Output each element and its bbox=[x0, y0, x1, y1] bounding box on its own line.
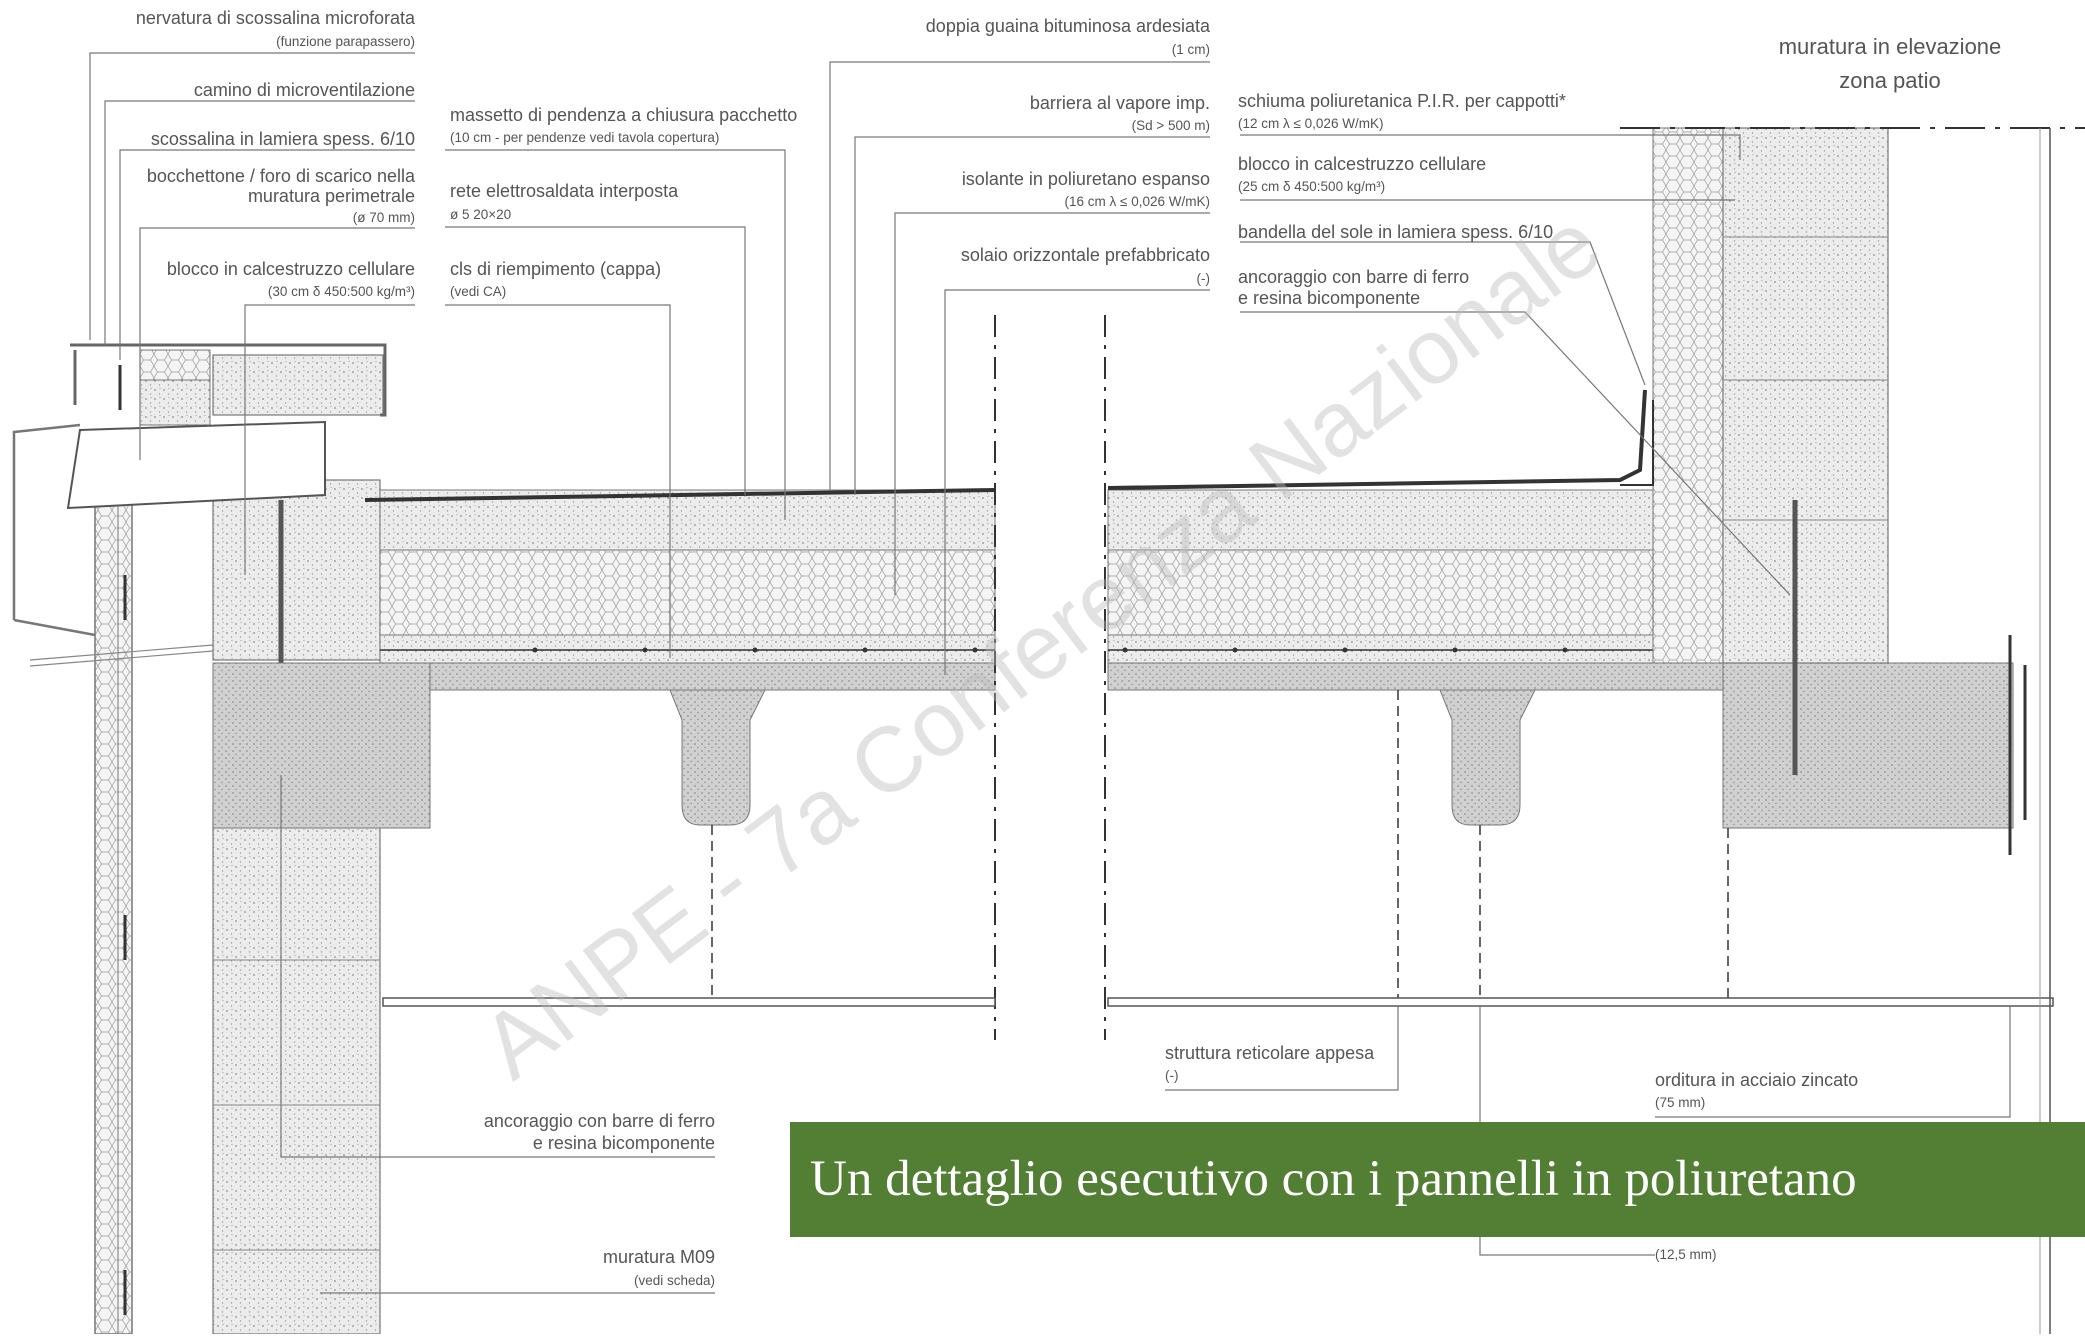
sublabel-solaio: (-) bbox=[1197, 271, 1211, 286]
caption-banner: Un dettaglio esecutivo con i pannelli in… bbox=[790, 1122, 2085, 1237]
muratura-elevazione-label: muratura in elevazione zona patio bbox=[1779, 34, 2002, 93]
label-bandella: bandella del sole in lamiera spess. 6/10 bbox=[1238, 222, 1553, 242]
label-scossalina: scossalina in lamiera spess. 6/10 bbox=[151, 129, 415, 149]
roof-stack-right bbox=[1104, 315, 2054, 1040]
label-ancoraggio-left: ancoraggio con barre di ferro bbox=[484, 1111, 715, 1131]
sublabel-blocco-left: (30 cm δ 450:500 kg/m³) bbox=[268, 284, 415, 299]
sublabel-isolante: (16 cm λ ≤ 0,026 W/mK) bbox=[1065, 194, 1210, 209]
label-schiuma: schiuma poliuretanica P.I.R. per cappott… bbox=[1238, 91, 1566, 111]
label-ancoraggio-right-2: e resina bicomponente bbox=[1238, 288, 1420, 308]
label-solaio: solaio orizzontale prefabbricato bbox=[961, 245, 1210, 265]
labels: nervatura di scossalina microforata (fun… bbox=[136, 8, 1211, 1288]
sublabel-bocchettone: (ø 70 mm) bbox=[353, 210, 415, 225]
sublabel-nervatura: (funzione parapassero) bbox=[276, 34, 415, 49]
sublabel-lastra: (12,5 mm) bbox=[1655, 1247, 1717, 1262]
label-isolante: isolante in poliuretano espanso bbox=[962, 169, 1210, 189]
label-bocchettone: bocchettone / foro di scarico nella bbox=[147, 166, 416, 186]
label-muratura-elevazione: muratura in elevazione bbox=[1779, 34, 2002, 59]
sublabel-barriera: (Sd > 500 m) bbox=[1132, 118, 1210, 133]
label-guaina: doppia guaina bituminosa ardesiata bbox=[926, 16, 1211, 36]
label-nervatura: nervatura di scossalina microforata bbox=[136, 8, 416, 28]
label-rete: rete elettrosaldata interposta bbox=[450, 181, 679, 201]
sublabel-rete: ø 5 20×20 bbox=[450, 207, 511, 222]
sublabel-struttura: (-) bbox=[1165, 1068, 1179, 1083]
sublabel-massetto: (10 cm - per pendenze vedi tavola copert… bbox=[450, 130, 719, 145]
label-camino: camino di microventilazione bbox=[194, 80, 415, 100]
label-bocchettone-2: muratura perimetrale bbox=[248, 186, 415, 206]
sublabel-guaina: (1 cm) bbox=[1172, 42, 1210, 57]
sublabel-orditura: (75 mm) bbox=[1655, 1095, 1705, 1110]
label-massetto: massetto di pendenza a chiusura pacchett… bbox=[450, 105, 797, 125]
label-orditura: orditura in acciaio zincato bbox=[1655, 1070, 1858, 1090]
patio-wall bbox=[1620, 127, 2085, 1334]
label-cls: cls di riempimento (cappa) bbox=[450, 259, 661, 279]
label-struttura: struttura reticolare appesa bbox=[1165, 1043, 1375, 1063]
label-ancoraggio-right: ancoraggio con barre di ferro bbox=[1238, 267, 1469, 287]
left-facade bbox=[12, 343, 387, 1335]
leader-lines bbox=[89, 52, 2011, 1294]
sublabel-muratura-m09: (vedi scheda) bbox=[634, 1273, 715, 1288]
labels-start: massetto di pendenza a chiusura pacchett… bbox=[450, 91, 1858, 1262]
label-barriera: barriera al vapore imp. bbox=[1030, 93, 1210, 113]
label-zona-patio: zona patio bbox=[1839, 68, 1941, 93]
label-blocco-left: blocco in calcestruzzo cellulare bbox=[167, 259, 415, 279]
sublabel-cls: (vedi CA) bbox=[450, 284, 506, 299]
label-ancoraggio-left-2: e resina bicomponente bbox=[533, 1133, 715, 1153]
sublabel-schiuma: (12 cm λ ≤ 0,026 W/mK) bbox=[1238, 116, 1383, 131]
roof-stack-left bbox=[212, 315, 996, 1040]
sublabel-blocco-right: (25 cm δ 450:500 kg/m³) bbox=[1238, 179, 1385, 194]
caption-text: Un dettaglio esecutivo con i pannelli in… bbox=[810, 1151, 1857, 1207]
label-muratura-m09: muratura M09 bbox=[603, 1247, 715, 1267]
label-blocco-right: blocco in calcestruzzo cellulare bbox=[1238, 154, 1486, 174]
